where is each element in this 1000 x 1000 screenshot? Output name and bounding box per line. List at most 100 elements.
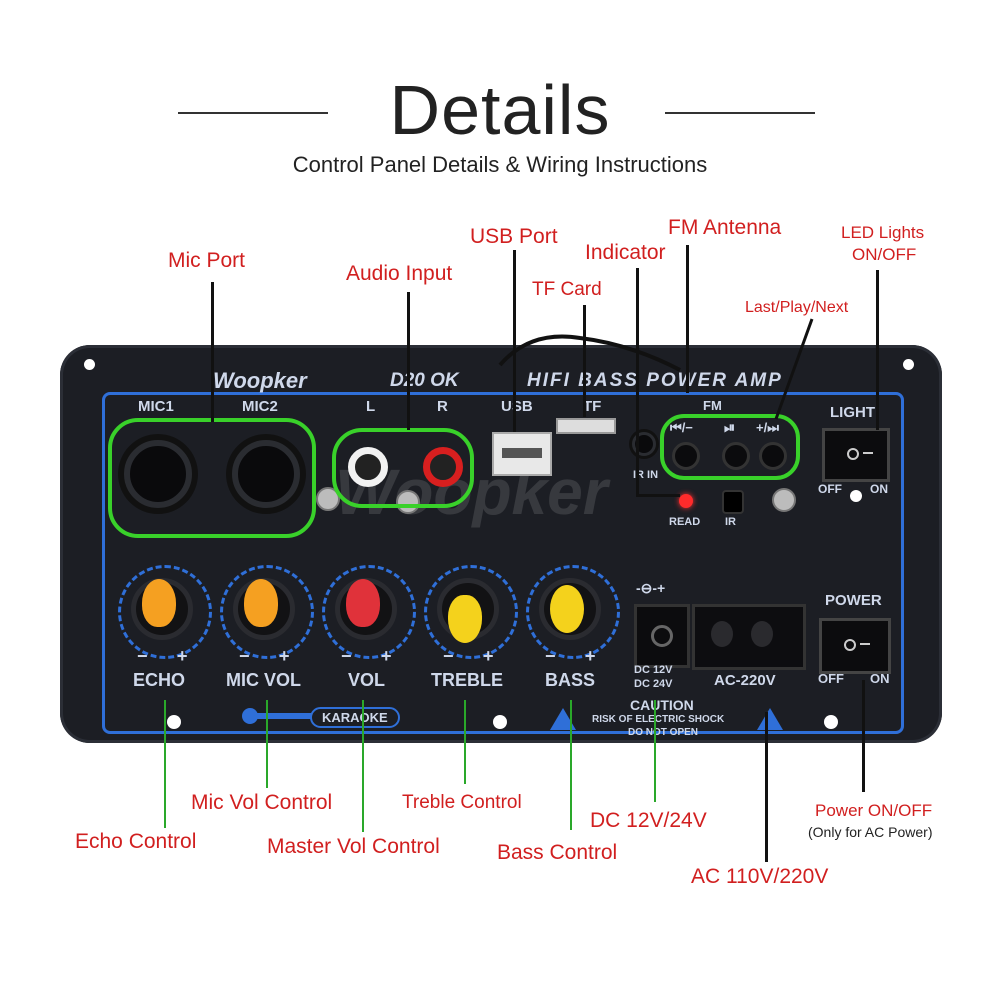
- echo-knob-ring: [118, 565, 212, 659]
- screw: [772, 488, 796, 512]
- play-label: ⏯: [724, 419, 736, 435]
- mic2-label: MIC2: [242, 398, 278, 415]
- bass-plus: +: [585, 646, 596, 666]
- dc-polarity-symbol: -⊖-+: [636, 580, 666, 596]
- mic-port-highlight: [108, 418, 316, 538]
- mount-hole: [850, 490, 862, 502]
- master-vol-control-callout: Master Vol Control: [267, 835, 440, 858]
- fm-label: FM: [703, 398, 722, 413]
- tf-card-slot[interactable]: [556, 418, 616, 434]
- mic-vol-plus: +: [279, 646, 290, 666]
- read-label: READ: [669, 516, 701, 528]
- audio-r-label: R: [437, 398, 448, 415]
- mount-hole: [903, 359, 914, 370]
- dc-line: [654, 700, 656, 802]
- karaoke-mic-icon: [242, 708, 258, 724]
- tf-card-line: [583, 305, 586, 417]
- usb-port-callout: USB Port: [470, 225, 558, 248]
- mic-port-callout: Mic Port: [168, 249, 246, 272]
- dc-callout: DC 12V/24V: [590, 809, 707, 832]
- audio-l-label: L: [366, 398, 376, 415]
- mic-vol-knob-ring: [220, 565, 314, 659]
- echo-knob[interactable]: [131, 578, 193, 640]
- vol-minus: −: [341, 646, 352, 666]
- usb-label: USB: [501, 398, 533, 415]
- led-light-switch[interactable]: [822, 428, 890, 482]
- light-off-label: OFF: [818, 482, 842, 496]
- ac-inlet[interactable]: [692, 604, 806, 670]
- ac-silk: AC-220V: [714, 672, 776, 689]
- usb-port-line: [513, 250, 516, 432]
- header-rule-left: [178, 112, 328, 114]
- mount-hole: [493, 715, 507, 729]
- bass-control-callout: Bass Control: [497, 841, 618, 864]
- model-label: D20 OK: [390, 370, 459, 391]
- bass-knob-cap: [550, 585, 584, 633]
- indicator-led: [679, 494, 693, 508]
- mic2-jack[interactable]: [232, 440, 300, 508]
- power-note: (Only for AC Power): [808, 824, 933, 840]
- power-line: [862, 680, 865, 792]
- dc-silk-1: DC 12V: [634, 664, 673, 676]
- karaoke-badge: KARAOKE: [310, 707, 400, 728]
- bass-label: BASS: [545, 670, 596, 690]
- bass-knob[interactable]: [539, 578, 601, 640]
- playback-buttons-highlight: [660, 414, 800, 480]
- treble-control-line: [464, 700, 466, 784]
- screw: [396, 490, 420, 514]
- audio-input-callout: Audio Input: [346, 262, 453, 285]
- led-lights-callout-2: ON/OFF: [852, 245, 917, 264]
- vol-plus: +: [381, 646, 392, 666]
- caution-line-3: DO NOT OPEN: [628, 727, 699, 738]
- karaoke-mic-handle: [256, 713, 312, 719]
- header-rule-right: [665, 112, 815, 114]
- page-title: Details: [389, 71, 611, 149]
- usb-port[interactable]: [492, 432, 552, 476]
- vol-knob[interactable]: [335, 578, 397, 640]
- audio-input-highlight: [332, 428, 474, 508]
- ir-label: IR: [725, 516, 736, 528]
- amplifier-panel: [60, 345, 942, 743]
- echo-minus: −: [137, 646, 148, 666]
- treble-minus: −: [443, 646, 454, 666]
- led-lights-callout: LED Lights: [841, 223, 925, 242]
- treble-control-callout: Treble Control: [402, 792, 522, 813]
- mic1-jack[interactable]: [124, 440, 192, 508]
- next-label: +/⏭: [756, 420, 779, 435]
- vol-label: VOL: [348, 670, 386, 690]
- echo-label: ECHO: [133, 670, 186, 690]
- treble-knob[interactable]: [437, 578, 499, 643]
- vol-knob-cap: [346, 579, 380, 627]
- power-switch[interactable]: [819, 618, 891, 674]
- echo-plus: +: [177, 646, 188, 666]
- power-label: POWER: [825, 592, 882, 609]
- light-on-label: ON: [870, 482, 888, 496]
- mic-vol-knob[interactable]: [233, 578, 295, 640]
- panel-frame: [102, 392, 904, 734]
- ir-receiver: [722, 490, 744, 514]
- indicator-line: [636, 268, 639, 494]
- power-off-label: OFF: [818, 671, 844, 686]
- last-play-next-callout: Last/Play/Next: [745, 299, 849, 316]
- master-vol-control-line: [362, 700, 364, 832]
- audio-input-right-jack[interactable]: [423, 447, 463, 487]
- mic-vol-control-callout: Mic Vol Control: [191, 791, 333, 814]
- mic-vol-label: MIC VOL: [226, 670, 301, 690]
- mic-vol-knob-cap: [244, 579, 278, 627]
- antenna-wire: [498, 334, 681, 372]
- bass-minus: −: [545, 646, 556, 666]
- last-play-next-line: [774, 318, 814, 420]
- page-subtitle: Control Panel Details & Wiring Instructi…: [292, 152, 708, 177]
- dc-jack[interactable]: [634, 604, 690, 668]
- echo-knob-cap: [142, 579, 176, 627]
- power-onoff-callout: Power ON/OFF: [815, 801, 933, 820]
- play-button[interactable]: [722, 442, 750, 470]
- brand-logo: Woopker: [213, 368, 307, 393]
- ac-line: [765, 712, 768, 862]
- tf-card-callout: TF Card: [532, 279, 602, 300]
- led-lights-line: [876, 270, 879, 430]
- caution-line-2: RISK OF ELECTRIC SHOCK: [592, 714, 725, 725]
- ir-in-label: IR IN: [633, 469, 659, 481]
- treble-knob-cap: [448, 595, 482, 643]
- bass-knob-ring: [526, 565, 620, 659]
